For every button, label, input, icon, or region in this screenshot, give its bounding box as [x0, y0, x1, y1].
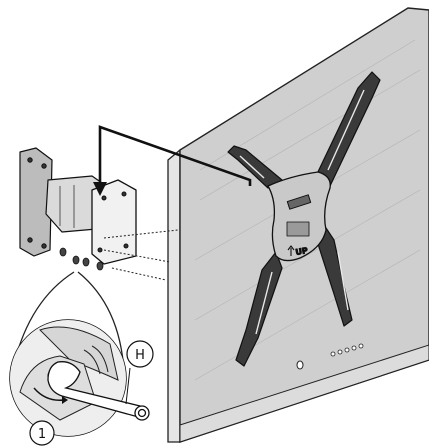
tv-power-button	[296, 360, 304, 370]
callout-step-circle	[29, 420, 55, 446]
tv-control-buttons	[330, 343, 364, 357]
wall-mount	[19, 147, 137, 265]
bracket-slot-upper	[286, 194, 312, 210]
up-arrow-icon	[287, 245, 295, 256]
rotation-arrow-icon	[33, 387, 65, 401]
callout-step-label: 1	[38, 427, 46, 442]
rotation-arrowhead-icon	[62, 396, 68, 404]
wall-plate	[19, 147, 53, 257]
callout-h: H	[125, 340, 154, 405]
bracket-up-marking: UP	[295, 246, 309, 257]
bracket-slot-lower	[286, 221, 310, 237]
wrench-tool	[47, 361, 150, 421]
screws	[59, 247, 104, 271]
direction-arrow	[98, 125, 252, 186]
wall-plate-screws	[27, 157, 47, 249]
tv-side-edge	[167, 148, 181, 443]
mount-head-holes	[97, 191, 129, 253]
arrow-head-icon	[93, 182, 107, 196]
bracket-arm-slots	[239, 89, 365, 335]
tv-bottom-bezel	[179, 344, 429, 443]
zoom-callout	[9, 271, 150, 437]
callout-step: 1	[29, 420, 55, 446]
tv-mounting-bracket: UP	[227, 71, 381, 367]
bracket-center-plate	[267, 171, 331, 262]
callout-h-label: H	[135, 348, 145, 363]
alignment-lines	[103, 229, 179, 281]
callout-h-circle	[126, 340, 154, 368]
